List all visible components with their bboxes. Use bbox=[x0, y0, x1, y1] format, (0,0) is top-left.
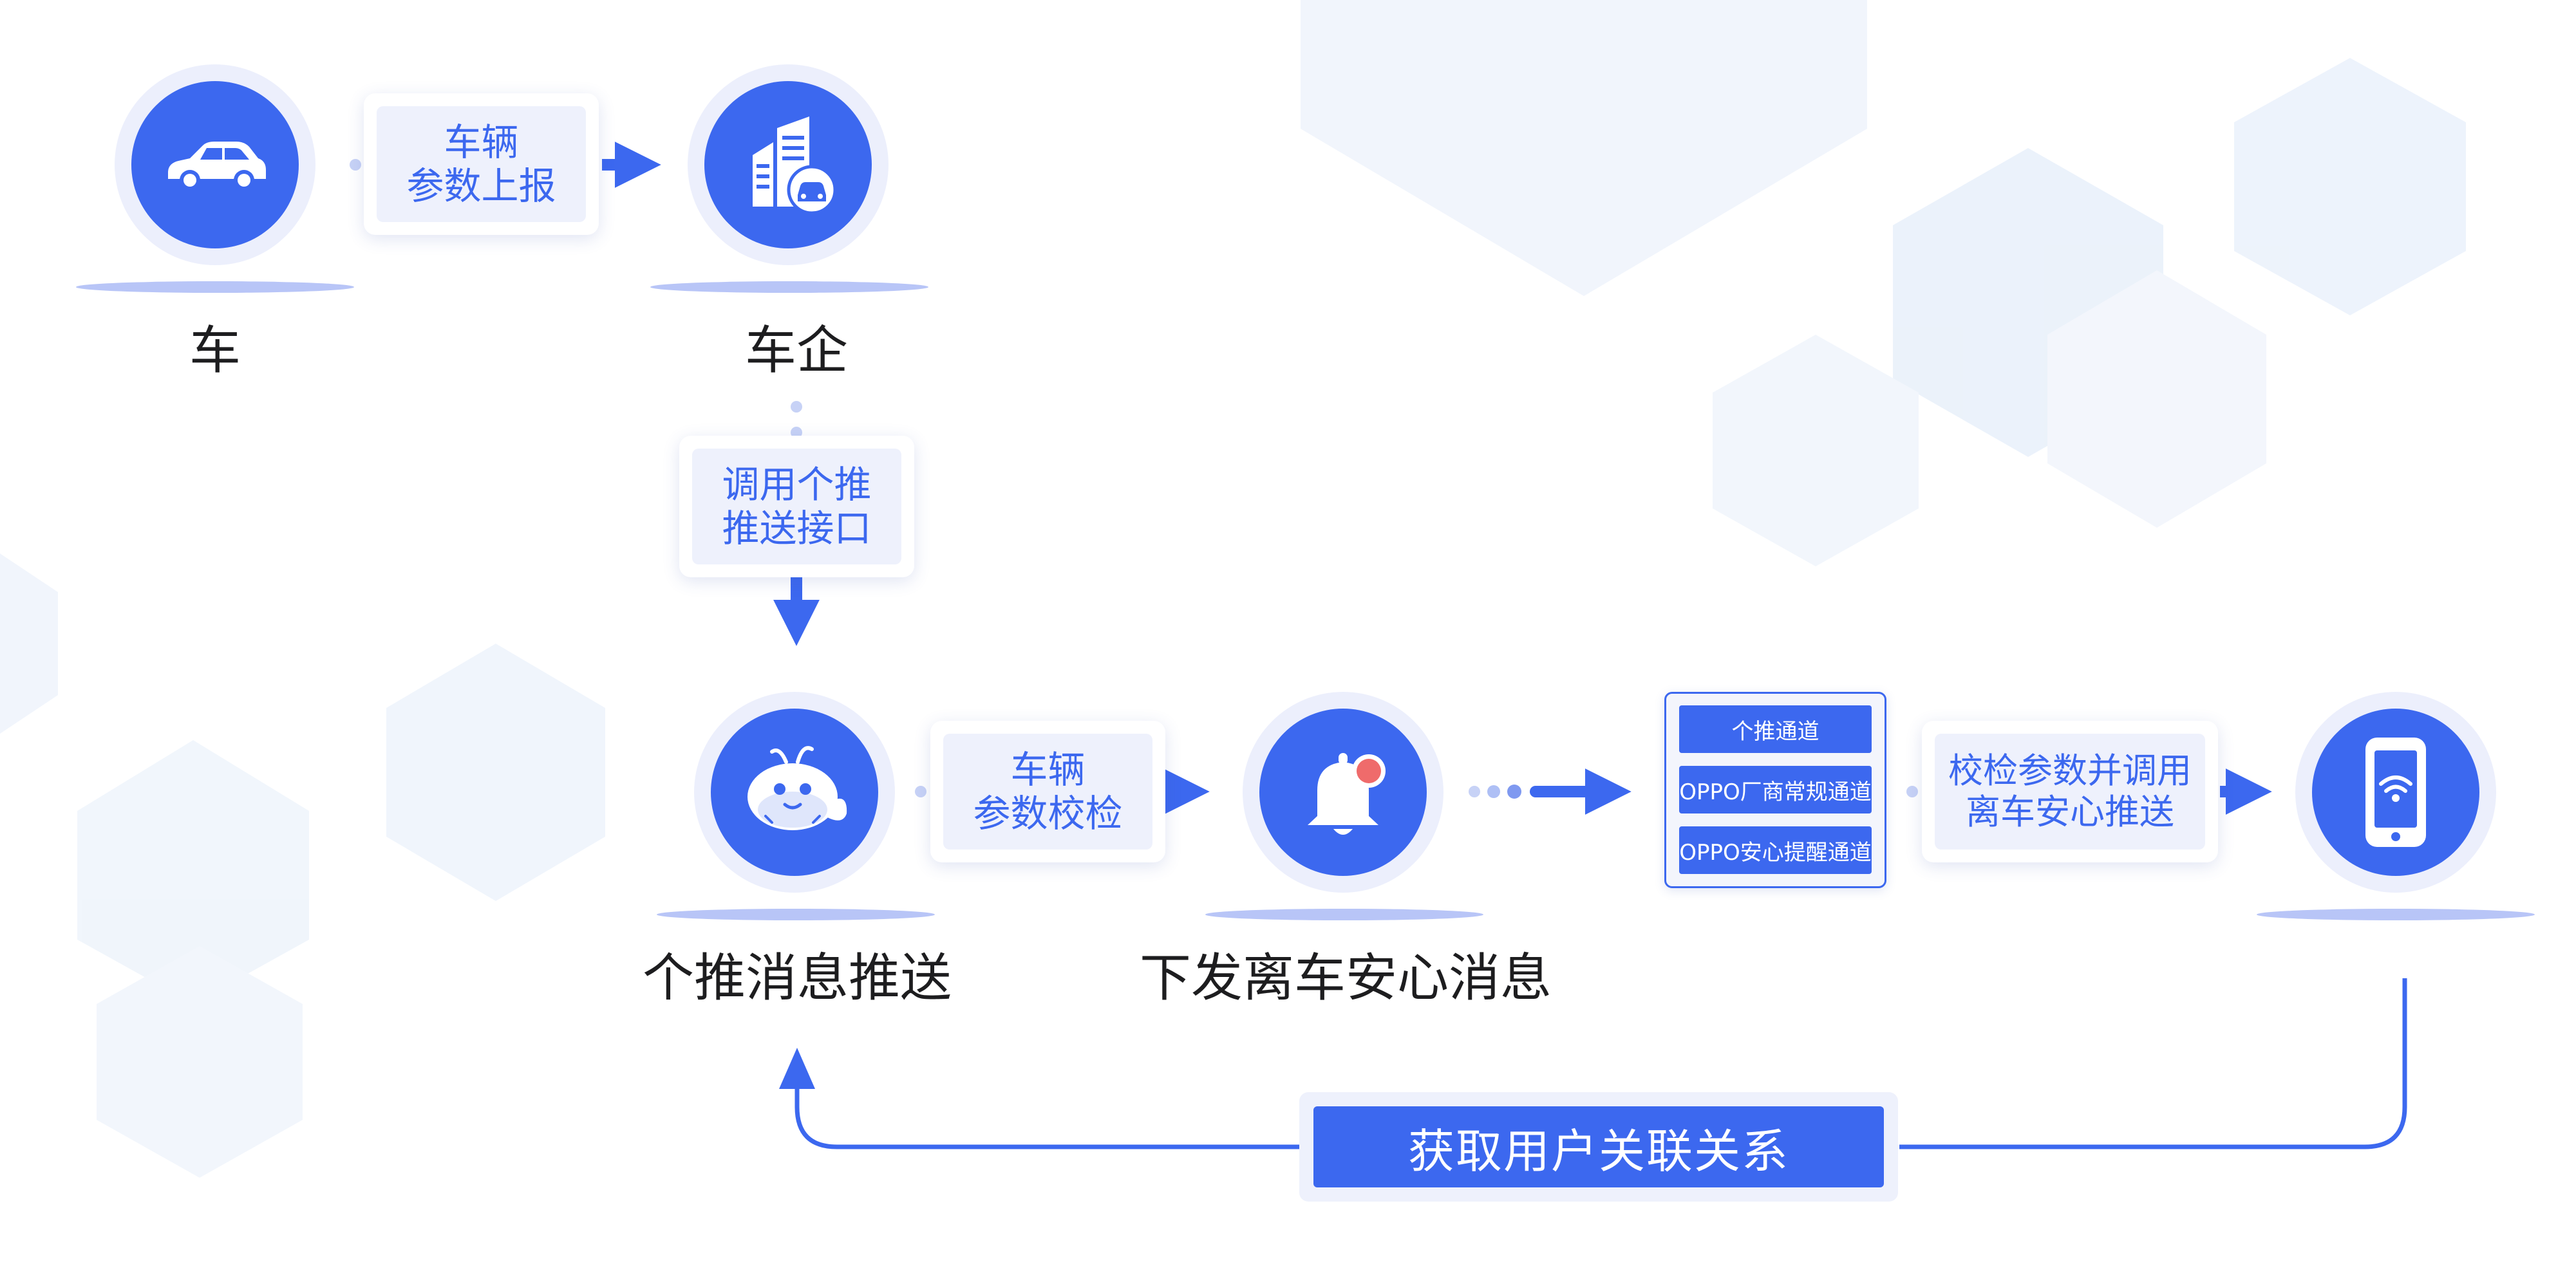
vehicle-report-line2: 参数上报 bbox=[406, 164, 556, 208]
push-service-label: 个推消息推送 bbox=[643, 948, 952, 1008]
get-user-relation-step: 获取用户关联关系 bbox=[1299, 1092, 1898, 1202]
call-push-api-line2: 推送接口 bbox=[722, 507, 872, 550]
vehicle-verify-line2: 参数校检 bbox=[973, 792, 1123, 835]
automaker-node bbox=[688, 64, 888, 265]
smartphone-wifi-icon bbox=[2365, 738, 2426, 847]
push-service-node-shadow bbox=[657, 909, 935, 920]
vehicle-verify-step: 车辆 参数校检 bbox=[930, 721, 1165, 862]
vehicle-report-line1: 车辆 bbox=[444, 120, 519, 164]
get-user-relation-label: 获取用户关联关系 bbox=[1313, 1106, 1884, 1187]
automaker-node-shadow bbox=[650, 281, 928, 293]
notification-bell-icon bbox=[1308, 753, 1386, 835]
push-channel-panel: 个推通道 OPPO厂商常规通道 OPPO安心提醒通道 bbox=[1664, 692, 1886, 888]
call-push-api-line1: 调用个推 bbox=[722, 462, 872, 507]
channel-item: OPPO安心提醒通道 bbox=[1679, 826, 1872, 874]
car-label: 车 bbox=[189, 321, 241, 380]
channel-item: 个推通道 bbox=[1679, 705, 1872, 753]
car-icon bbox=[168, 142, 266, 191]
dispatch-label: 下发离车安心消息 bbox=[1140, 948, 1552, 1008]
dispatch-message-node bbox=[1243, 692, 1443, 893]
building-with-car-icon bbox=[753, 116, 837, 215]
call-push-api-step: 调用个推 推送接口 bbox=[679, 436, 914, 577]
channel-item: OPPO厂商常规通道 bbox=[1679, 766, 1872, 813]
car-node bbox=[115, 64, 315, 265]
whale-mascot-icon bbox=[747, 746, 847, 830]
validate-and-push-step: 校检参数并调用 离车安心推送 bbox=[1922, 721, 2218, 862]
validate-push-line2: 离车安心推送 bbox=[1966, 792, 2174, 832]
decorative-hexagons bbox=[0, 0, 2466, 1178]
push-service-node bbox=[694, 692, 895, 893]
vehicle-verify-line1: 车辆 bbox=[1010, 747, 1086, 792]
validate-push-line1: 校检参数并调用 bbox=[1948, 750, 2192, 792]
vehicle-report-step: 车辆 参数上报 bbox=[364, 93, 599, 235]
dispatch-node-shadow bbox=[1205, 909, 1483, 920]
automaker-label: 车企 bbox=[745, 321, 848, 380]
car-node-shadow bbox=[76, 281, 354, 293]
phone-node bbox=[2295, 692, 2496, 893]
phone-node-shadow bbox=[2257, 909, 2535, 920]
